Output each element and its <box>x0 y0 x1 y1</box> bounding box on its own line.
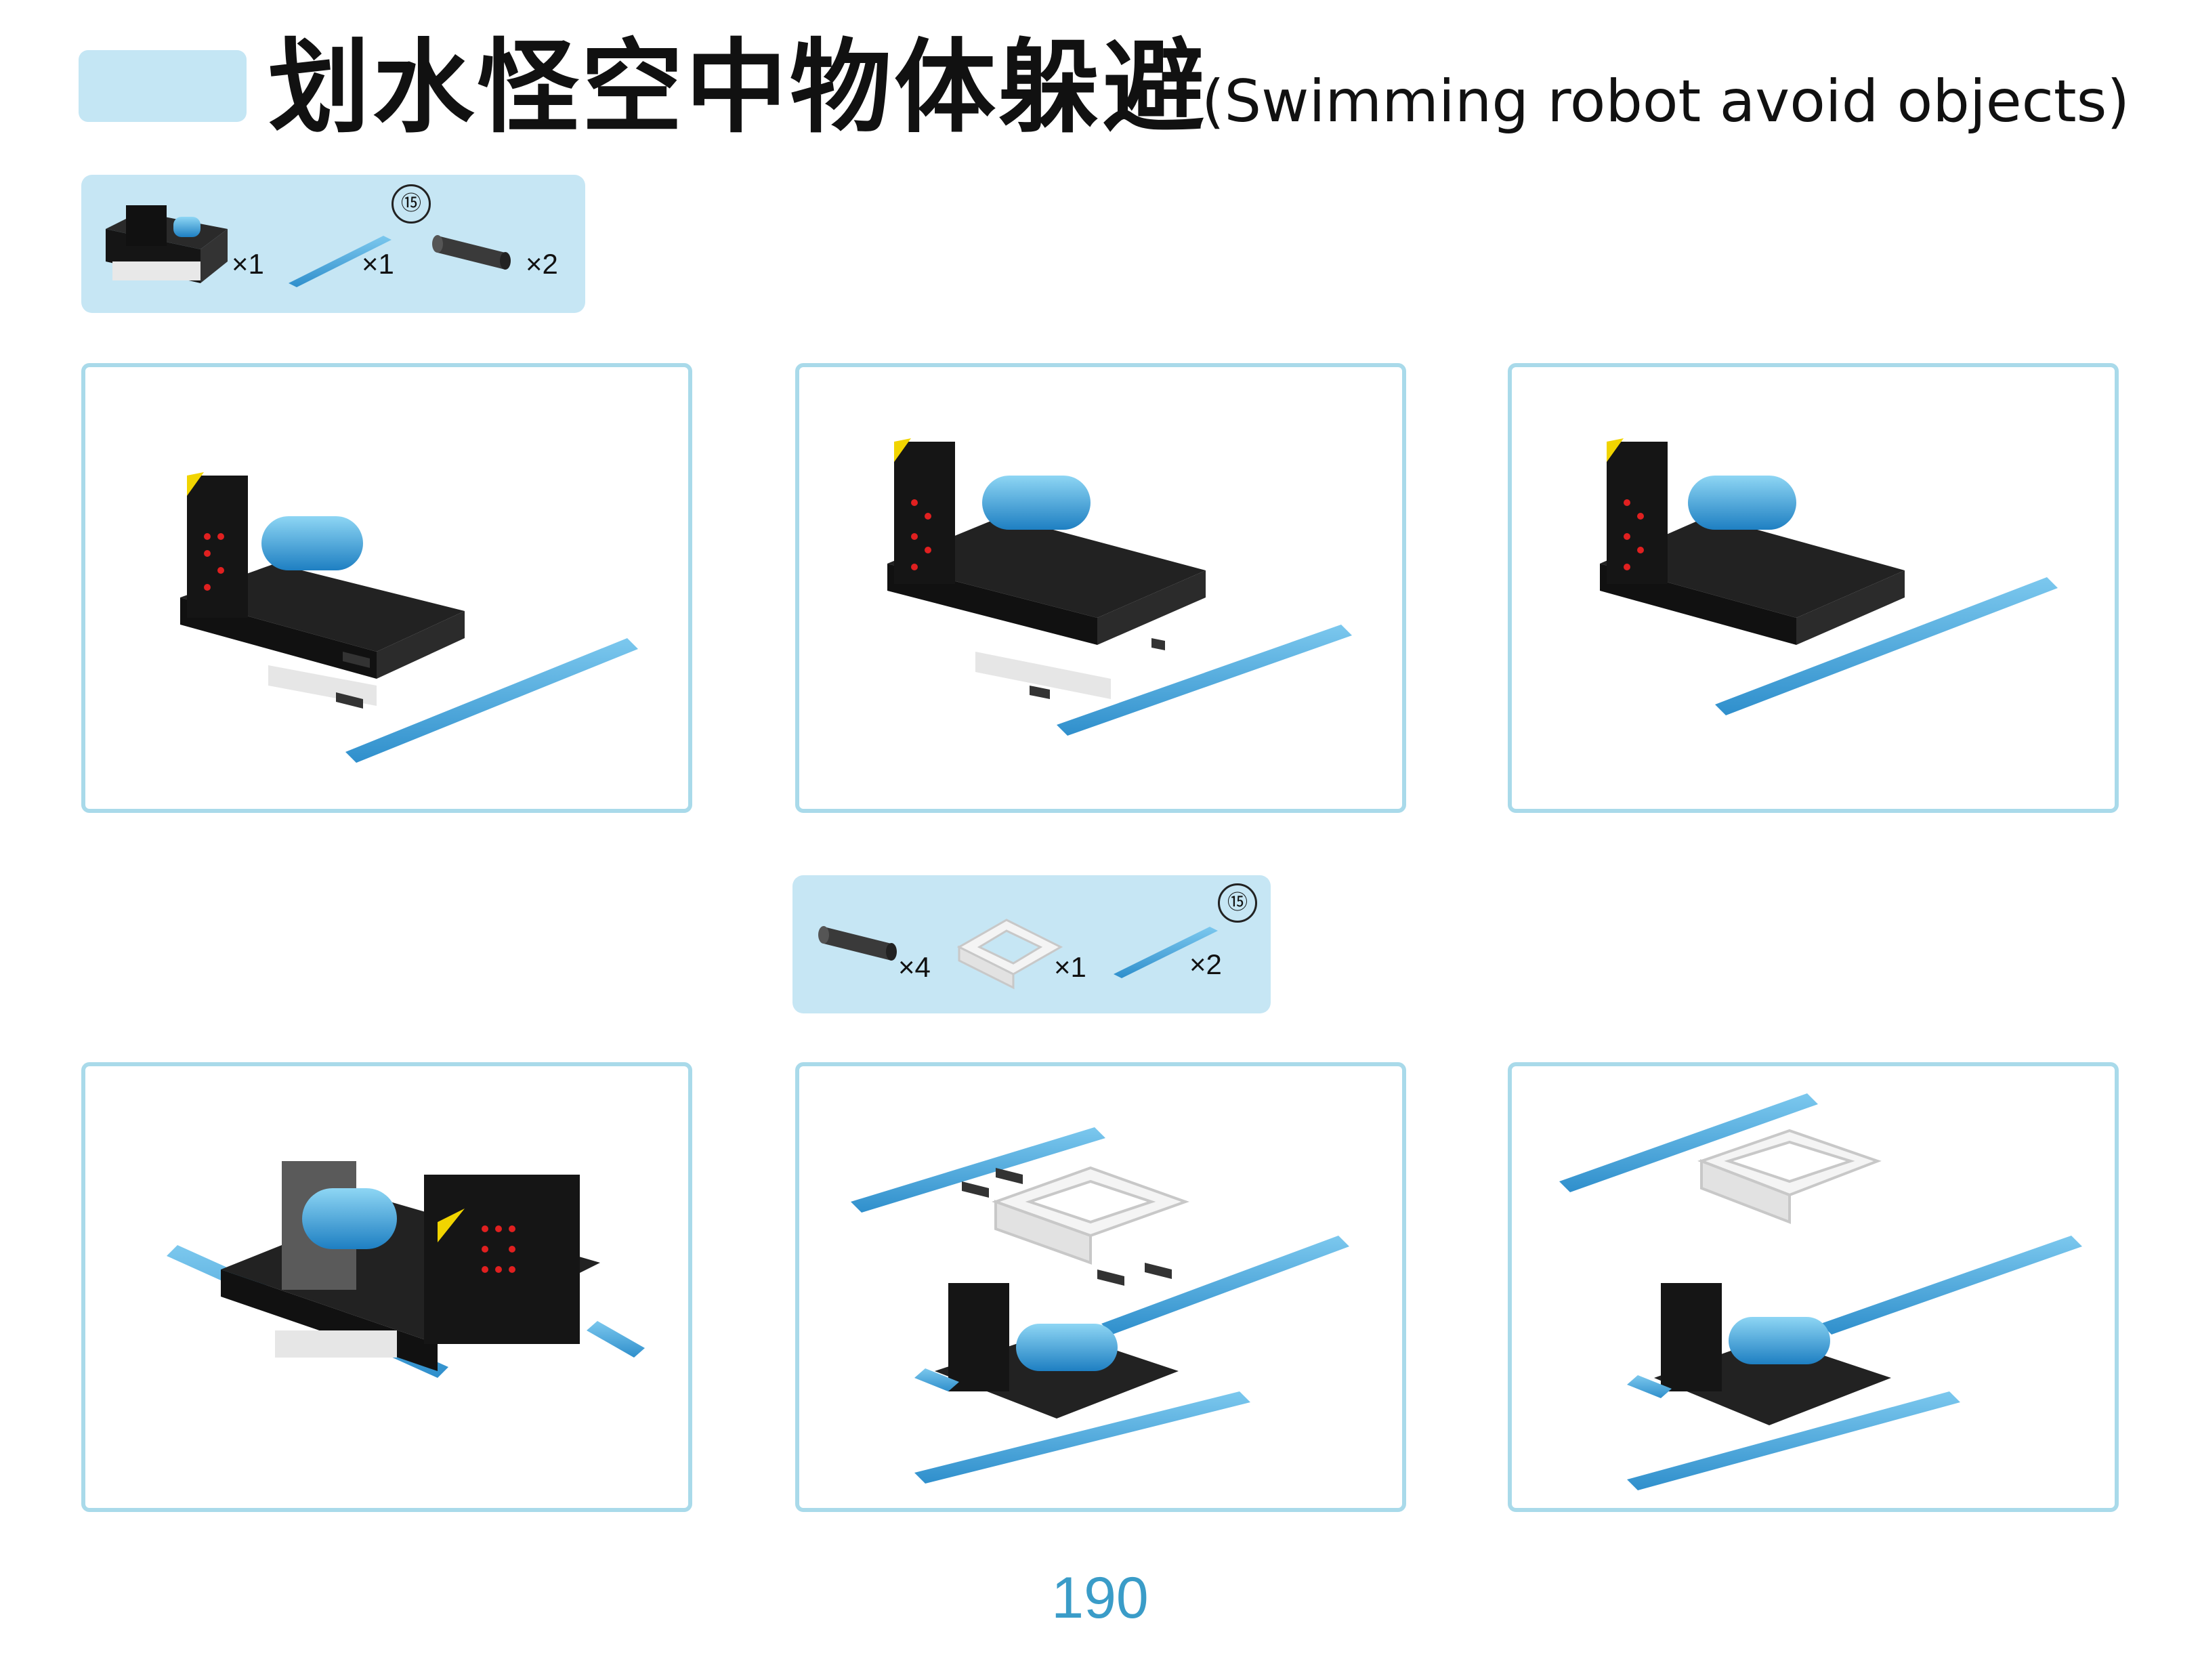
step-1-panel <box>81 363 692 813</box>
beam-15 <box>1627 1391 1960 1490</box>
page-title-en: (Swimming robot avoid objects) <box>1202 68 2130 135</box>
page-number: 190 <box>1051 1566 1149 1631</box>
beam-15 <box>345 638 638 763</box>
pin-connector-icon <box>432 235 511 270</box>
beam-15 <box>851 1127 1105 1213</box>
robot-assembly <box>935 1283 1179 1419</box>
beam-15 <box>1559 1093 1818 1192</box>
beam-15-icon <box>1114 927 1218 978</box>
parts-2-beam-size-badge: ⑮ <box>1218 883 1257 923</box>
step-5-panel <box>795 1062 1406 1512</box>
step-6-panel <box>1508 1062 2119 1512</box>
robot-assembly <box>887 438 1206 699</box>
parts-1-qty-beam: ×1 <box>362 248 394 280</box>
step-3-illustration <box>1600 438 2058 715</box>
beam-15 <box>914 1368 959 1391</box>
beam-15 <box>587 1321 645 1358</box>
beam-15-icon <box>289 236 392 287</box>
title-accent-bar <box>79 50 247 122</box>
beam-15 <box>1821 1236 2082 1335</box>
pin-parts <box>962 1168 1172 1286</box>
parts-1-beam-size-badge: ⑮ <box>392 184 431 224</box>
parts-1-qty-board: ×1 <box>232 248 264 280</box>
controller-board-icon <box>106 205 228 283</box>
parts-2-qty-frame: ×1 <box>1054 951 1086 983</box>
pin-parts <box>336 652 370 709</box>
beam-15 <box>914 1391 1250 1484</box>
parts-list-1: ×1 ⑮ ×1 ×2 <box>81 175 585 313</box>
step-3-panel <box>1508 363 2119 813</box>
parts-list-2: ×4 ×1 ⑮ ×2 <box>792 875 1271 1013</box>
parts-1-qty-pin: ×2 <box>526 248 558 280</box>
robot-assembly <box>180 472 465 706</box>
frame-icon <box>956 919 1063 990</box>
parts-2-qty-beam: ×2 <box>1189 948 1222 980</box>
step-5-illustration <box>851 1127 1349 1484</box>
beam-15 <box>1101 1236 1349 1335</box>
beam-15 <box>1057 625 1352 736</box>
parts-2-qty-pin: ×4 <box>898 951 931 983</box>
pin-connector-icon <box>818 926 897 961</box>
frame-part <box>992 1166 1189 1265</box>
frame-part <box>1697 1129 1882 1224</box>
step-6-illustration <box>1559 1093 2082 1490</box>
beam-15 <box>1627 1375 1672 1398</box>
page-title-cn: 划水怪空中物体躲避 <box>268 29 1208 147</box>
step-2-illustration <box>887 438 1352 736</box>
step-1-illustration <box>180 472 638 763</box>
step-2-panel <box>795 363 1406 813</box>
robot-assembly <box>1600 438 1905 645</box>
robot-assembly <box>221 1161 600 1371</box>
step-4-illustration <box>167 1161 645 1378</box>
beam-15 <box>1715 577 2058 715</box>
robot-assembly <box>1654 1283 1891 1425</box>
step-4-panel <box>81 1062 692 1512</box>
